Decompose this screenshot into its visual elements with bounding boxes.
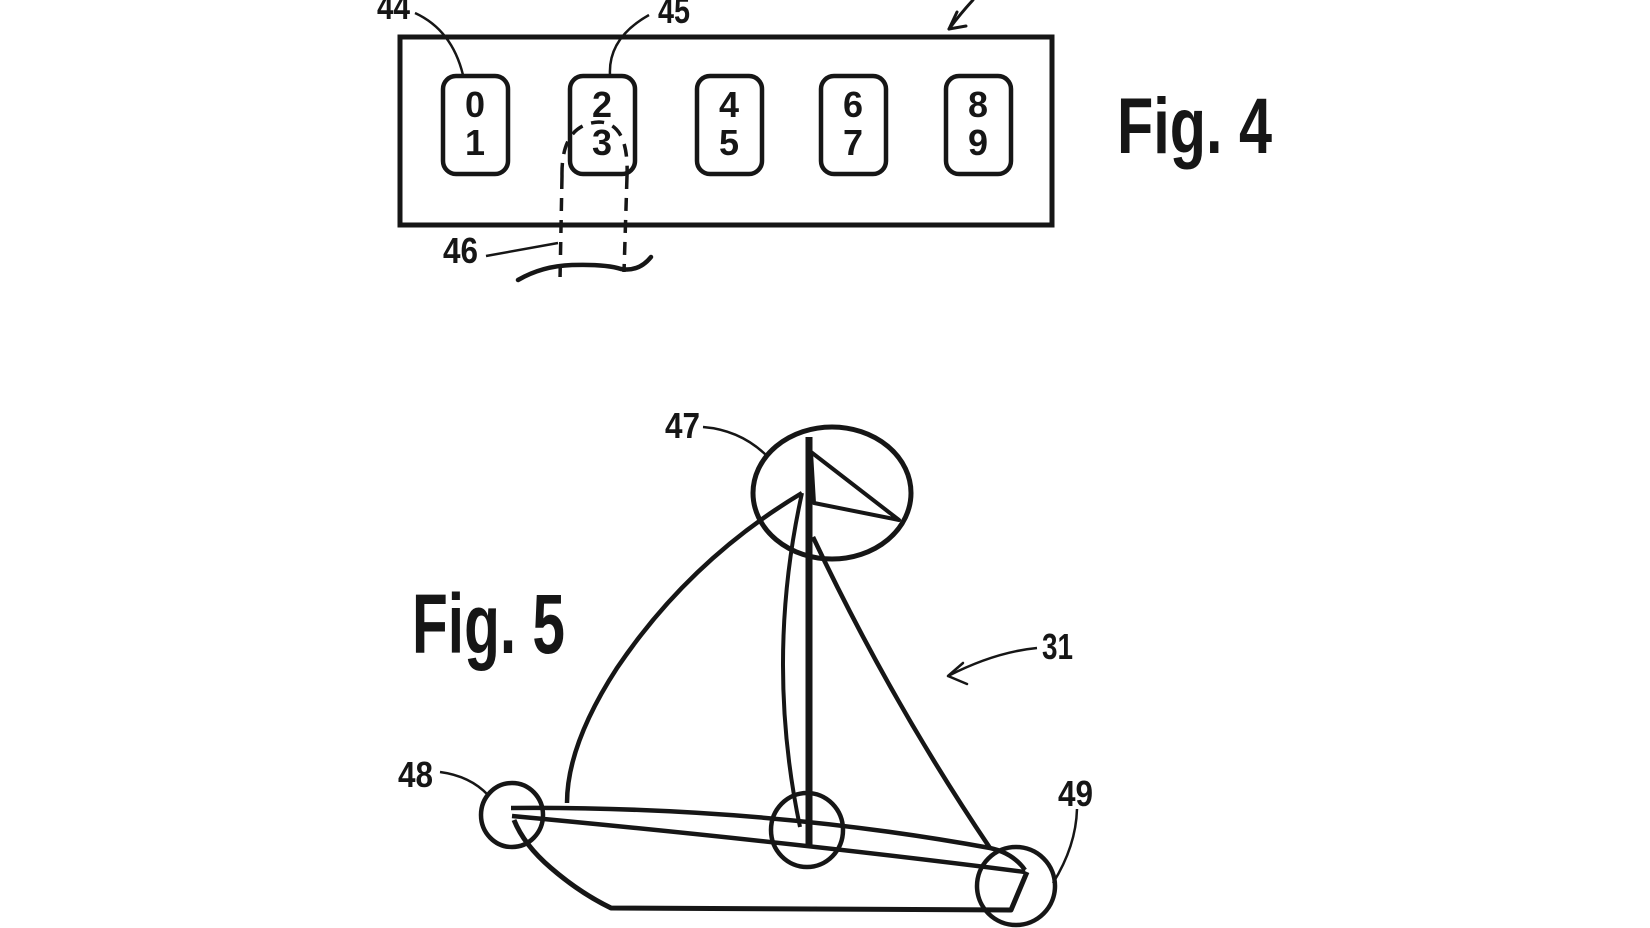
ref-label-44: 44 bbox=[377, 0, 410, 27]
boom-left-detail-circle bbox=[478, 780, 546, 850]
figure-4-group: 0 1 2 3 4 5 6 7 8 9 44 45 bbox=[377, 0, 1272, 283]
ref-label-48: 48 bbox=[398, 754, 433, 795]
ref-label-31: 31 bbox=[1042, 626, 1073, 667]
figure-5-caption: Fig. 5 bbox=[412, 577, 565, 671]
mainsail-luff-curve bbox=[780, 492, 804, 828]
ref-49-leader-line bbox=[1051, 808, 1079, 884]
jib-sail-curve bbox=[810, 536, 992, 850]
masthead-pennant-flag bbox=[809, 450, 901, 522]
key-digit: 9 bbox=[968, 122, 988, 163]
keypad-key-8-9 bbox=[943, 73, 1014, 177]
keypad-panel-outline bbox=[397, 34, 1055, 228]
keypad-key-0-1 bbox=[440, 73, 511, 177]
ref-label-46: 46 bbox=[443, 230, 478, 271]
ref-31-leader-arrow-icon bbox=[946, 646, 1038, 686]
ref-47-leader-line bbox=[702, 425, 767, 456]
key-digit: 4 bbox=[719, 84, 739, 125]
figure-4-caption: Fig. 4 bbox=[1117, 81, 1272, 170]
ref-45-leader-line bbox=[608, 13, 650, 76]
keypad-key-4-5 bbox=[694, 73, 765, 177]
boom-top-line bbox=[510, 805, 1027, 872]
ref-label-45: 45 bbox=[658, 0, 690, 31]
ref-44-leader-line bbox=[414, 11, 465, 76]
boom-bottom-line bbox=[511, 813, 1026, 875]
key-digit: 6 bbox=[843, 84, 863, 125]
ref-46-leader-line bbox=[485, 241, 559, 258]
key-digit: 0 bbox=[465, 84, 485, 125]
key-digit: 7 bbox=[843, 122, 863, 163]
keypad-key-2-3 bbox=[567, 73, 638, 177]
key-digit: 5 bbox=[719, 122, 739, 163]
key-digit: 2 bbox=[592, 84, 612, 125]
boom-right-detail-circle bbox=[974, 844, 1058, 928]
wrist-wavy-line bbox=[515, 254, 654, 283]
finger-outline-dashed bbox=[558, 120, 629, 281]
ref-label-47: 47 bbox=[665, 405, 700, 446]
ref-label-49: 49 bbox=[1058, 773, 1093, 814]
key-digit: 8 bbox=[968, 84, 988, 125]
figure-5-group: 47 48 49 31 Fig. 5 bbox=[398, 405, 1093, 928]
key-digit: 3 bbox=[592, 122, 612, 163]
ref-48-leader-line bbox=[439, 770, 489, 796]
hull-outline bbox=[511, 819, 1030, 913]
mast-base-detail-circle bbox=[768, 790, 846, 870]
masthead-detail-circle bbox=[750, 424, 914, 562]
key-digit: 1 bbox=[465, 122, 485, 163]
panel-pointer-arrow-icon bbox=[947, 0, 975, 31]
keypad-key-6-7 bbox=[818, 73, 889, 177]
mainsail-leech-curve bbox=[564, 491, 804, 804]
